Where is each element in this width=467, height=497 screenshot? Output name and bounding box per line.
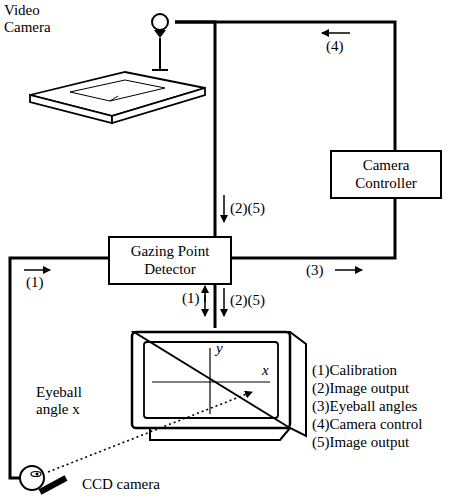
process-box: Camera Controller <box>330 150 442 199</box>
signal-line <box>214 285 217 328</box>
person-icon <box>20 466 66 492</box>
node-text: Gazing Point Detector <box>116 243 224 278</box>
legend-note: (2)Image output <box>312 380 409 397</box>
signal-number: (1) <box>26 274 44 291</box>
process-box: Gazing Point Detector <box>108 236 232 285</box>
signal-number: (4) <box>326 38 344 55</box>
node-text: x <box>262 362 269 379</box>
ccd-camera-area: CCD camera <box>20 462 180 496</box>
legend-note: (4)Camera control <box>312 416 422 433</box>
legend-note: (3)Eyeball angles <box>312 398 417 415</box>
signal-number: (2)(5) <box>230 292 265 309</box>
signal-line <box>10 258 108 478</box>
document-stage <box>30 72 205 123</box>
node-text: y <box>216 340 223 357</box>
angle-label: Eyeball angle x <box>36 384 98 419</box>
node-text: Camera Controller <box>338 157 434 192</box>
node-text: Video Camera <box>4 2 76 37</box>
legend-note: (1)Calibration <box>312 362 397 379</box>
signal-number: (2)(5) <box>230 200 265 217</box>
monitor: yx <box>130 328 310 448</box>
camera-label-area: Video Camera <box>2 2 175 46</box>
signal-line <box>175 22 395 150</box>
video-camera-icon <box>152 14 168 70</box>
node-text: CCD camera <box>82 476 160 493</box>
signal-line <box>175 22 215 236</box>
signal-number: (3) <box>306 262 324 279</box>
signal-number: (1) <box>182 290 200 307</box>
signal-arrows <box>24 33 362 316</box>
legend-note: (5)Image output <box>312 434 409 451</box>
